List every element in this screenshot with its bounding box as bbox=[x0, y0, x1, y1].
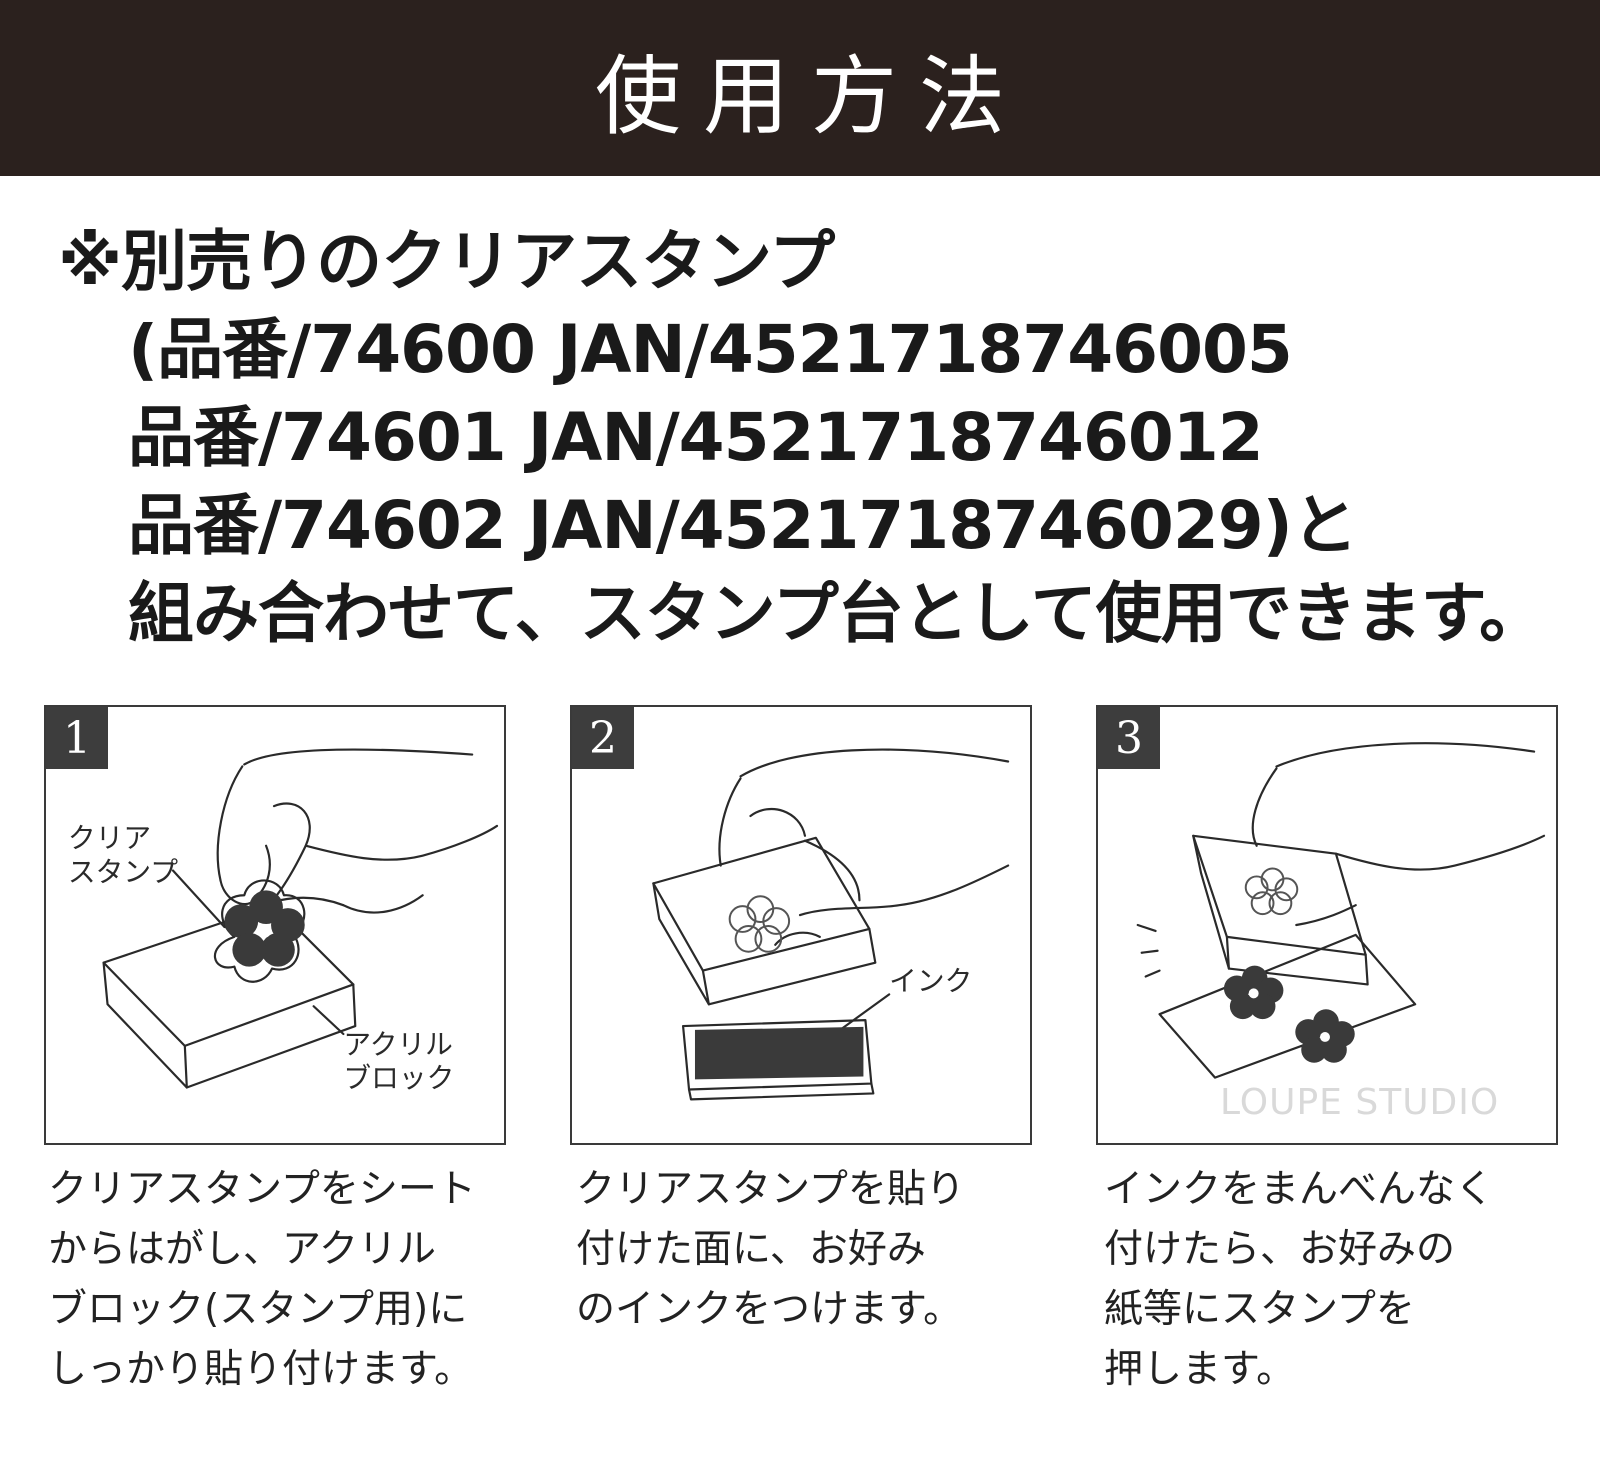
label-clear: クリア bbox=[68, 822, 151, 855]
step-3-illustration: 3 bbox=[1096, 705, 1558, 1145]
label-block: ブロック bbox=[343, 1062, 454, 1095]
note-line: ※別売りのクリアスタンプ bbox=[58, 223, 835, 300]
caption-line: 付けた面に、お好み bbox=[576, 1227, 926, 1272]
step-2-illustration: インク 2 bbox=[570, 705, 1032, 1145]
step-number-badge: 2 bbox=[572, 707, 634, 769]
caption-line: からはがし、アクリル bbox=[48, 1227, 437, 1272]
caption-line: 付けたら、お好みの bbox=[1104, 1227, 1456, 1272]
note-line: (品番/74600 JAN/4521718746005 bbox=[128, 311, 1293, 388]
caption-line: インクをまんべんなく bbox=[1104, 1167, 1495, 1212]
caption-line: しっかり貼り付けます。 bbox=[48, 1347, 474, 1392]
caption-line: ブロック(スタンプ用)に bbox=[48, 1287, 468, 1332]
step-1-illustration: クリア スタンプ アクリル ブロック 1 bbox=[44, 705, 506, 1145]
step-1-caption: クリアスタンプをシート からはがし、アクリル ブロック(スタンプ用)に しっかり… bbox=[48, 1160, 548, 1400]
caption-line: クリアスタンプを貼り bbox=[576, 1167, 965, 1212]
note-line: 組み合わせて、スタンプ台として使用できます。 bbox=[128, 575, 1545, 652]
caption-line: クリアスタンプをシート bbox=[48, 1167, 476, 1212]
note-text: ※別売りのクリアスタンプ (品番/74600 JAN/4521718746005… bbox=[58, 218, 1588, 658]
step-number-badge: 3 bbox=[1098, 707, 1160, 769]
caption-line: のインクをつけます。 bbox=[576, 1287, 963, 1332]
step-number-badge: 1 bbox=[46, 707, 108, 769]
step-3-caption: インクをまんべんなく 付けたら、お好みの 紙等にスタンプを 押します。 bbox=[1104, 1160, 1600, 1400]
header-bar: 使用方法 bbox=[0, 0, 1600, 176]
note-line: 品番/74601 JAN/4521718746012 bbox=[128, 399, 1264, 476]
page-title: 使用方法 bbox=[595, 46, 1027, 147]
step-2-caption: クリアスタンプを貼り 付けた面に、お好み のインクをつけます。 bbox=[576, 1160, 1076, 1340]
caption-line: 押します。 bbox=[1104, 1347, 1296, 1392]
press-stamp-illustration bbox=[1136, 742, 1546, 1079]
caption-line: 紙等にスタンプを bbox=[1104, 1287, 1415, 1332]
watermark: LOUPE STUDIO bbox=[1220, 1082, 1500, 1123]
label-stamp: スタンプ bbox=[68, 855, 178, 888]
label-ink: インク bbox=[889, 964, 972, 997]
peel-stamp-illustration: クリア スタンプ アクリル ブロック bbox=[68, 748, 499, 1095]
note-line: 品番/74602 JAN/4521718746029)と bbox=[128, 487, 1358, 564]
label-acrylic: アクリル bbox=[343, 1028, 453, 1061]
ink-stamp-illustration: インク bbox=[652, 748, 1010, 1101]
